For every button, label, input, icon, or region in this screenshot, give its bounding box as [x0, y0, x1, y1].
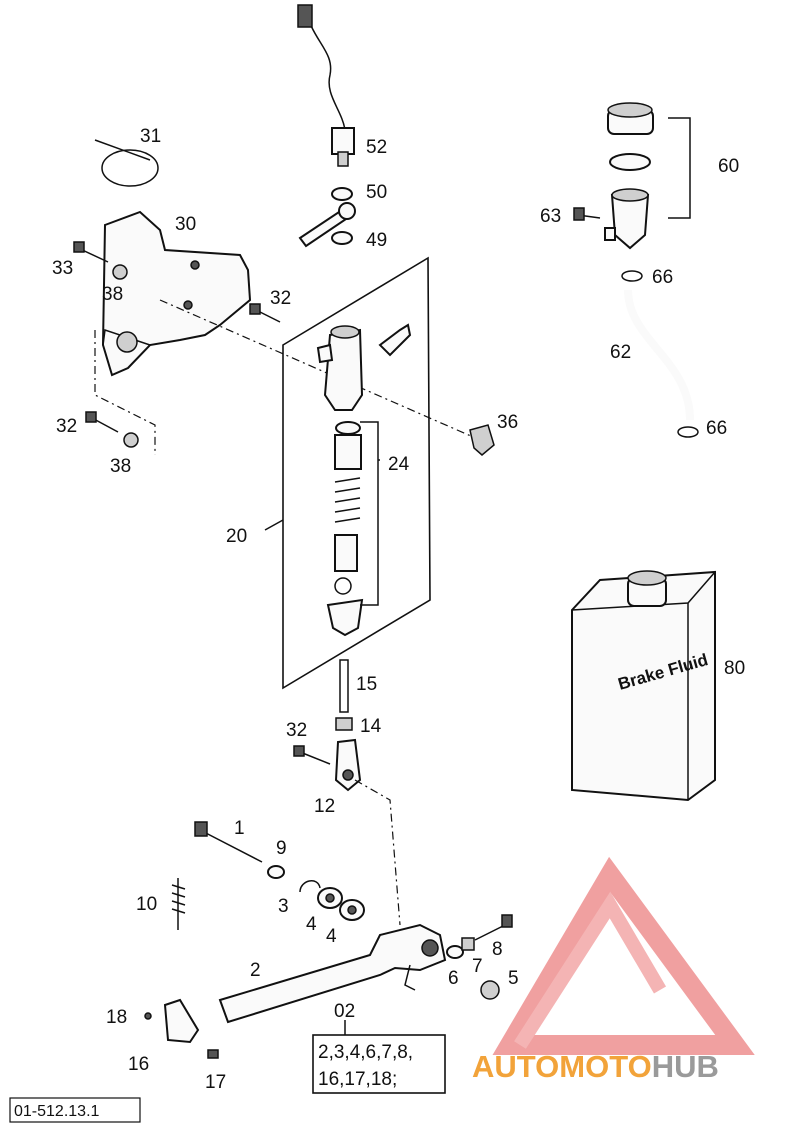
callout-31: 31 — [140, 126, 161, 147]
callout-60: 60 — [718, 156, 739, 177]
bracket-30 — [101, 210, 252, 377]
bracket-16 — [163, 998, 200, 1044]
watermark-text-auto: AUTO — [472, 1049, 559, 1084]
callout-4b: 4 — [326, 926, 337, 947]
bracket-line-24 — [360, 421, 379, 606]
nut-36 — [469, 424, 495, 456]
brake-pedal-2 — [218, 923, 447, 1024]
reservoir-body — [604, 188, 650, 250]
callout-32-top: 32 — [270, 288, 291, 309]
callout-36: 36 — [497, 412, 518, 433]
bolt-32-left — [85, 411, 119, 433]
callout-6: 6 — [448, 968, 459, 989]
hose-clamp-66-top — [621, 270, 643, 282]
callout-15: 15 — [356, 674, 377, 695]
callout-14: 14 — [360, 716, 382, 737]
spring — [334, 477, 361, 523]
bearing-4a — [317, 887, 343, 909]
callout-49: 49 — [366, 230, 387, 251]
bearing-4b — [339, 899, 365, 921]
watermark-text-hub: HUB — [652, 1049, 719, 1084]
callout-4a: 4 — [306, 914, 317, 935]
cap-nut-5 — [480, 980, 500, 1000]
master-cylinder-body — [316, 323, 412, 411]
callout-9: 9 — [276, 838, 287, 859]
callout-66-bottom: 66 — [706, 418, 727, 439]
callout-5: 5 — [508, 968, 519, 989]
bolt-63 — [573, 207, 601, 221]
callout-38-top: 38 — [102, 284, 123, 305]
watermark-text-moto: MOTO — [559, 1049, 651, 1084]
callout-63: 63 — [540, 206, 561, 227]
callout-20: 20 — [226, 526, 247, 547]
callout-17: 17 — [205, 1072, 226, 1093]
washer-50 — [331, 187, 353, 201]
callout-kit-02: 02 — [334, 1001, 355, 1022]
washer-6 — [446, 945, 464, 959]
nut-38-bottom — [123, 432, 139, 448]
callout-8: 8 — [492, 939, 503, 960]
callout-80: 80 — [724, 658, 745, 679]
callout-52: 52 — [366, 137, 387, 158]
kit-contents-line-1: 2,3,4,6,7,8, — [318, 1042, 413, 1063]
bolt-33 — [73, 241, 109, 263]
master-cylinder-group-20 — [282, 256, 431, 690]
nut-7 — [461, 937, 475, 951]
piston-rod-cup — [334, 534, 358, 572]
spring-10 — [171, 878, 186, 930]
bracket-line-60 — [668, 117, 691, 219]
watermark-inner-stroke — [514, 891, 667, 1049]
fork-12 — [334, 738, 362, 792]
hose-62 — [624, 289, 694, 421]
callout-7: 7 — [472, 956, 483, 977]
piston — [334, 434, 362, 470]
cable-tie-31 — [94, 139, 159, 187]
drawing-code-box — [9, 1097, 141, 1123]
watermark-triangle — [492, 856, 755, 1055]
bolt-32-top — [249, 303, 281, 323]
callout-10: 10 — [136, 894, 157, 915]
callout-3: 3 — [278, 896, 289, 917]
nut-14 — [335, 717, 353, 731]
screw-17 — [207, 1049, 219, 1059]
bolt-8 — [474, 914, 513, 941]
callout-2: 2 — [250, 960, 261, 981]
circlip — [334, 577, 352, 595]
callout-38-bottom: 38 — [110, 456, 131, 477]
callout-24: 24 — [388, 454, 410, 475]
callout-16: 16 — [128, 1054, 149, 1075]
callout-12: 12 — [314, 796, 335, 817]
callout-50: 50 — [366, 182, 387, 203]
screw-18 — [144, 1012, 152, 1020]
boot — [326, 598, 364, 637]
kit-box-02 — [312, 1034, 446, 1094]
washer-9 — [267, 865, 285, 879]
callout-18: 18 — [106, 1007, 127, 1028]
nut-38-top — [112, 264, 128, 280]
callout-62: 62 — [610, 342, 631, 363]
brake-fluid-bottle — [571, 570, 716, 802]
reservoir-cap — [607, 102, 654, 135]
watermark-text: AUTOMOTOHUB — [472, 1049, 719, 1084]
callout-32-fork: 32 — [286, 720, 307, 741]
bolt-32-fork — [293, 745, 331, 765]
callout-66-top: 66 — [652, 267, 673, 288]
watermark-logo — [492, 856, 755, 1055]
callout-1: 1 — [234, 818, 245, 839]
seal-ring — [335, 421, 361, 435]
push-rod-15 — [339, 659, 349, 713]
kit-contents-line-2: 16,17,18; — [318, 1069, 397, 1090]
pressure-switch-52 — [297, 4, 355, 167]
drawing-code: 01-512.13.1 — [14, 1103, 100, 1120]
hose-clamp-66-bottom — [677, 426, 699, 438]
circlip-3 — [299, 880, 321, 893]
reservoir-seal — [609, 153, 651, 171]
callout-33: 33 — [52, 258, 73, 279]
banjo-bolt-49 — [298, 202, 356, 248]
callout-30: 30 — [175, 214, 196, 235]
callout-32-left: 32 — [56, 416, 77, 437]
bolt-1 — [194, 821, 263, 863]
